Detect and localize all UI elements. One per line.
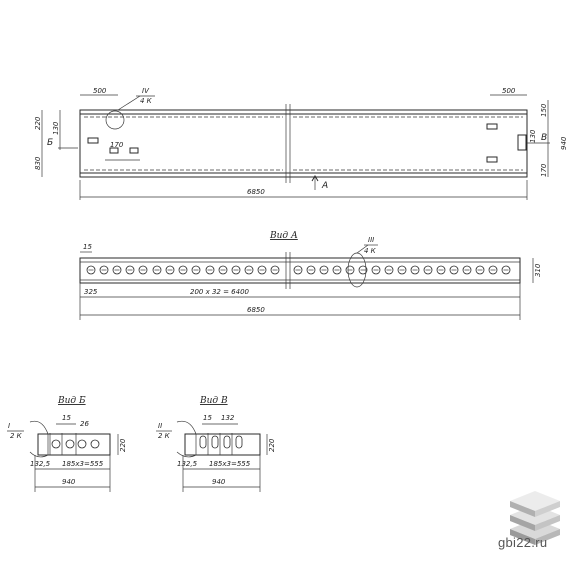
view-b-dim-15: 15 — [62, 414, 71, 422]
view-b-hole-3 — [77, 439, 87, 449]
view-v-dim-132: 132 — [221, 414, 235, 422]
plan-dim-top-right: 500 — [502, 87, 516, 95]
view-a: Вид А III 4 К 15 310 325 200 x 32 = 6400… — [79, 231, 542, 320]
view-b-hole-1 — [51, 439, 61, 449]
view-b-hole-2 — [65, 439, 75, 449]
view-b-overall: 940 — [62, 478, 76, 486]
view-v-dim-height: 220 — [268, 438, 276, 452]
stacked-slabs-icon — [510, 491, 560, 545]
view-v-slot-1 — [199, 435, 207, 449]
view-b-dim-height: 220 — [119, 438, 127, 452]
view-v-slot-2 — [211, 435, 219, 449]
view-a-dim-height: 310 — [534, 263, 542, 277]
plan-right-dim-2: 940 — [560, 136, 568, 150]
view-b-dim-spacing: 185x3=555 — [62, 460, 104, 468]
plan-section-sheet: 4 К — [140, 97, 153, 105]
view-b-dim-26: 26 — [80, 420, 89, 428]
view-b-hole-4 — [90, 439, 100, 449]
plan-right-dim-3: 130 — [529, 129, 537, 143]
view-v-title: Вид В — [199, 396, 228, 406]
plan-section-mark: IV — [142, 87, 150, 95]
view-a-dim-15: 15 — [83, 243, 92, 251]
view-a-section-mark: III — [368, 236, 374, 244]
plan-dim-top-left: 500 — [93, 87, 107, 95]
view-v-overall: 940 — [212, 478, 226, 486]
view-v-slot-3 — [223, 435, 231, 449]
plan-overall-dim: 6850 — [247, 188, 265, 196]
plan-left-dim-2: 830 — [34, 156, 42, 170]
view-b-mark-sheet: 2 К — [10, 432, 23, 440]
view-v-mark-sheet: 2 К — [158, 432, 171, 440]
view-a-dim-left: 325 — [84, 288, 98, 296]
view-a-holes — [86, 265, 511, 275]
plan-left-dim-3: 130 — [52, 121, 60, 135]
plan-right-dim-1: 150 — [540, 103, 548, 117]
plan-left-small: 170 — [110, 141, 124, 149]
plan-beam-outline — [79, 109, 528, 178]
view-v: Вид В II 2 К 15 132 220 132,5 185x3=555 … — [156, 396, 276, 492]
plan-detail-circle — [105, 110, 125, 130]
view-b: Вид Б I 2 К 15 26 220 132,5 185x3=555 94… — [7, 396, 127, 492]
plan-label-b: Б — [47, 138, 53, 148]
plan-view: 6850 500 500 IV 4 К 220 830 130 170 Б 15… — [34, 87, 568, 200]
plan-left-dim-1: 220 — [34, 116, 42, 130]
view-a-dim-spacing: 200 x 32 = 6400 — [190, 288, 250, 296]
view-b-mark: I — [8, 422, 10, 430]
view-v-dim-spacing: 185x3=555 — [209, 460, 251, 468]
view-a-title: Вид А — [269, 231, 298, 241]
view-a-overall: 6850 — [247, 306, 265, 314]
view-v-dim-first: 132,5 — [177, 460, 198, 468]
plan-right-dim-4: 170 — [540, 163, 548, 177]
view-v-slot-4 — [235, 435, 243, 449]
view-b-title: Вид Б — [57, 396, 86, 406]
view-b-dim-first: 132,5 — [30, 460, 51, 468]
view-v-mark: II — [158, 422, 162, 430]
view-v-dim-15: 15 — [203, 414, 212, 422]
plan-label-v: В — [541, 133, 547, 143]
site-brand-text[interactable]: gbi22.ru — [498, 535, 548, 550]
plan-label-a: А — [321, 181, 328, 191]
view-a-section-sheet: 4 К — [364, 247, 377, 255]
